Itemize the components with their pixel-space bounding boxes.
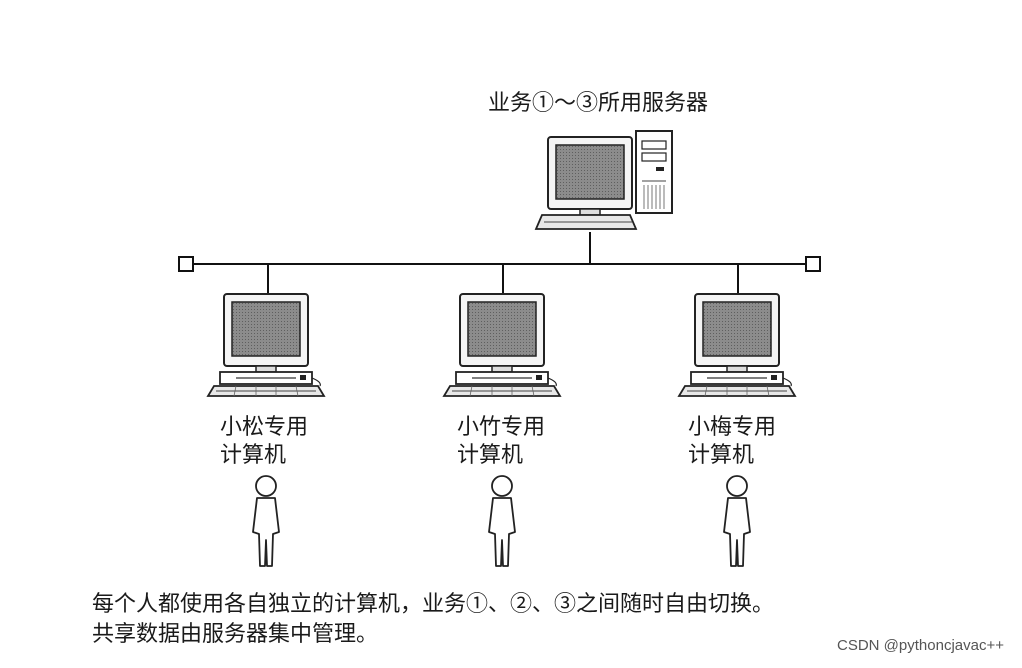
workstation-label-komatsu: 小松专用 计算机	[220, 414, 308, 470]
workstation-label-line1: 小松专用	[220, 415, 309, 440]
bus-terminator-left	[178, 256, 194, 272]
person-icon-koume	[723, 475, 751, 567]
workstation-label-koume: 小梅专用 计算机	[688, 414, 776, 470]
server-label: 业务①～③所用服务器	[488, 91, 709, 116]
bus-terminator-right	[805, 256, 821, 272]
person-icon-kotake	[488, 475, 516, 567]
figure-caption: 每个人都使用各自独立的计算机，业务①、②、③之间随时自由切换。 共享数据由服务器…	[92, 590, 774, 650]
computer-icon-kotake	[444, 294, 560, 396]
workstation-label-line2: 计算机	[457, 443, 524, 468]
server-computer-icon	[534, 130, 673, 230]
computer-icon-koume	[679, 294, 795, 396]
workstation-label-kotake: 小竹专用 计算机	[457, 414, 545, 470]
workstation-label-line1: 小梅专用	[688, 415, 777, 440]
caption-line2: 共享数据由服务器集中管理。	[92, 622, 379, 647]
workstation-label-line2: 计算机	[688, 443, 755, 468]
workstation-label-line2: 计算机	[220, 443, 287, 468]
person-icon-komatsu	[252, 475, 280, 567]
computer-icon-komatsu	[208, 294, 324, 396]
workstation-label-line1: 小竹专用	[457, 415, 546, 440]
caption-line1: 每个人都使用各自独立的计算机，业务①、②、③之间随时自由切换。	[92, 592, 775, 617]
watermark-text: CSDN @pythoncjavac++	[837, 637, 1004, 654]
